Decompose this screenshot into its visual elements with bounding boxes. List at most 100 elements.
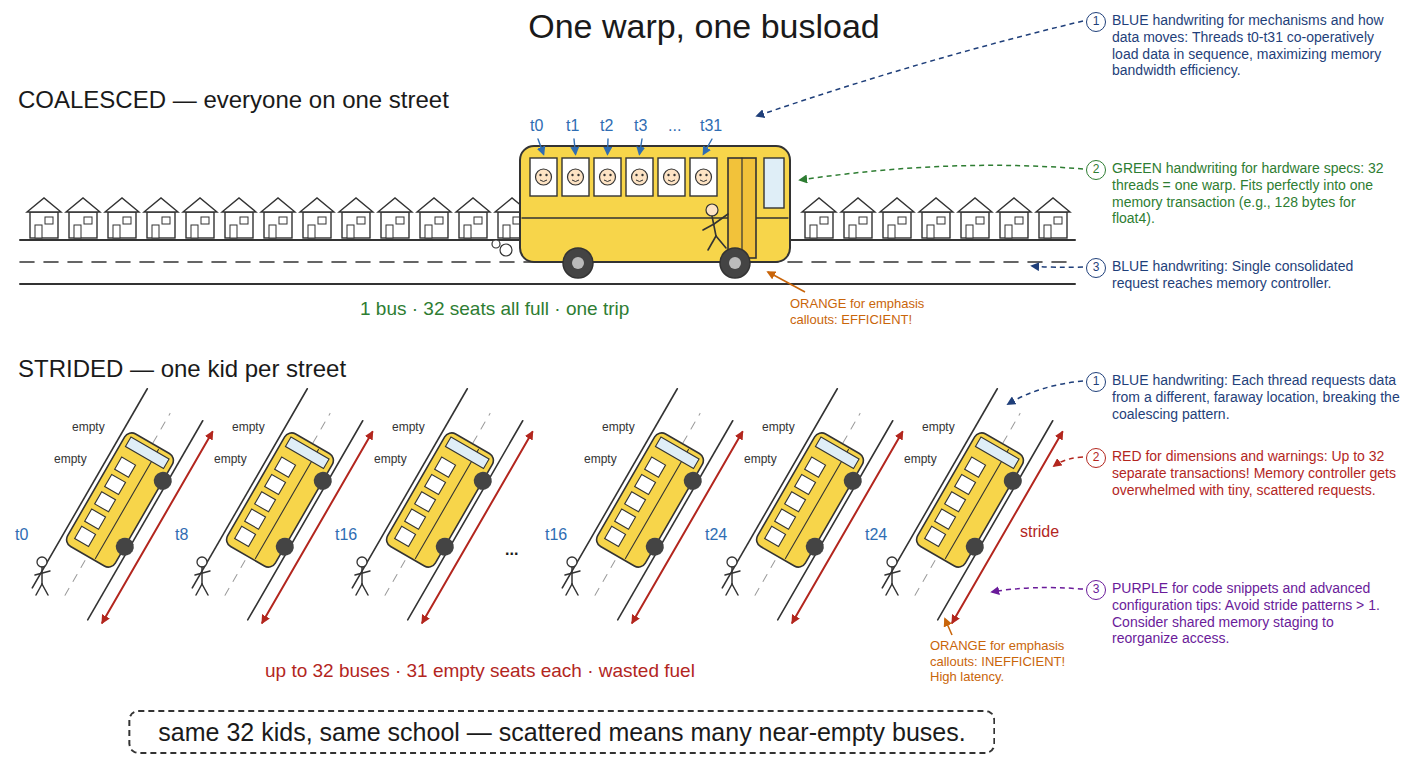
thread-label: t1 xyxy=(566,116,579,135)
caption-box: same 32 kids, same school — scattered me… xyxy=(128,710,995,754)
kid-figure xyxy=(725,557,740,595)
emphasis-callout: ORANGE for emphasis callouts: INEFFICIEN… xyxy=(930,638,1080,685)
house-roof xyxy=(880,198,914,212)
bus-windshield xyxy=(655,437,699,469)
house-wall xyxy=(225,212,253,238)
bus-window xyxy=(955,474,976,494)
school-bus xyxy=(520,146,790,278)
thread-label: t16 xyxy=(335,525,357,544)
empty-seat-label: empty xyxy=(214,452,247,466)
callout-number: 3 xyxy=(1086,258,1106,278)
ellipsis: ... xyxy=(668,116,681,135)
bus-window xyxy=(945,492,966,512)
kid-face xyxy=(536,169,552,185)
bus-wheel xyxy=(841,469,866,494)
thread-arrow xyxy=(574,139,576,154)
house-door xyxy=(966,225,973,238)
house-roof xyxy=(1036,198,1070,212)
house-door xyxy=(927,225,934,238)
kid-smile xyxy=(540,180,547,182)
bus-stripe xyxy=(945,449,1008,558)
bus-window xyxy=(415,492,436,512)
bus-window xyxy=(765,526,786,546)
kid-figure xyxy=(195,557,210,595)
bus-window xyxy=(594,158,621,196)
strided-bus xyxy=(882,389,1065,627)
house-roof xyxy=(997,198,1031,212)
bus-window xyxy=(775,509,796,529)
house-roof xyxy=(456,198,490,212)
bus-wheel xyxy=(1001,469,1026,494)
house-door xyxy=(503,225,510,238)
kid-figure xyxy=(35,557,50,595)
house-roof xyxy=(919,198,953,212)
thread-label: t2 xyxy=(600,116,613,135)
annotation-note: RED for dimensions and warnings: Up to 3… xyxy=(1112,448,1400,498)
house-roof xyxy=(802,198,836,212)
bus-wheel xyxy=(273,534,298,559)
kid-body xyxy=(361,567,363,584)
empty-seat-label: empty xyxy=(54,452,87,466)
kid-body xyxy=(731,567,733,584)
bus-windshield xyxy=(815,437,859,469)
bus-window xyxy=(658,158,685,196)
kid-eye xyxy=(705,174,707,176)
kid-eye xyxy=(673,174,675,176)
house-door xyxy=(113,225,120,238)
bus-body xyxy=(520,146,790,262)
kid-face xyxy=(664,169,680,185)
thread-label: t0 xyxy=(15,525,28,544)
kid-eye xyxy=(545,174,547,176)
house-window xyxy=(396,217,404,224)
house-icon xyxy=(841,198,875,238)
kid-head xyxy=(357,557,367,567)
bus-window xyxy=(395,526,416,546)
bus-windshield xyxy=(764,158,784,208)
bus-windshield xyxy=(975,437,1019,469)
kid-face xyxy=(632,169,648,185)
empty-seat-label: empty xyxy=(232,420,265,434)
empty-seat-label: empty xyxy=(922,420,955,434)
bus-wheel xyxy=(563,248,593,278)
annotation-note: BLUE handwriting: Single consolidated re… xyxy=(1112,258,1400,292)
strided-bus xyxy=(192,389,375,627)
house-wall xyxy=(30,212,58,238)
house-icon xyxy=(997,198,1031,238)
bus-wheel xyxy=(643,534,668,559)
bus-window xyxy=(435,457,456,477)
house-wall xyxy=(420,212,448,238)
bus-wheel xyxy=(433,534,458,559)
leader-line xyxy=(800,165,1083,180)
house-icon xyxy=(144,198,178,238)
dimension-label: stride xyxy=(1020,522,1059,541)
kid-eye xyxy=(571,174,573,176)
house-window xyxy=(937,217,945,224)
bus-stripe xyxy=(95,449,158,558)
bus-wheel xyxy=(113,534,138,559)
thread-arrow xyxy=(704,139,713,154)
kid-leg xyxy=(36,584,42,595)
kid-arm xyxy=(565,571,580,575)
kid-smile xyxy=(700,180,707,182)
kid-eye xyxy=(635,174,637,176)
house-window xyxy=(1054,217,1062,224)
summary-note: 1 bus · 32 seats all full · one trip xyxy=(360,298,629,321)
bus-stripe xyxy=(625,449,688,558)
bus-window xyxy=(275,457,296,477)
kid-eye xyxy=(577,174,579,176)
empty-seat-label: empty xyxy=(602,420,635,434)
strided-scene xyxy=(32,389,1065,627)
kid-smile xyxy=(604,180,611,182)
callout-number: 1 xyxy=(1086,12,1106,32)
bus-window xyxy=(925,526,946,546)
house-window xyxy=(820,217,828,224)
house-door xyxy=(1044,225,1051,238)
house-door xyxy=(464,225,471,238)
section-heading: STRIDED — one kid per street xyxy=(18,355,346,384)
house-icon xyxy=(105,198,139,238)
kid-leg xyxy=(572,584,578,595)
house-door xyxy=(1005,225,1012,238)
bus-wheel xyxy=(471,469,496,494)
bus-body xyxy=(594,430,707,570)
